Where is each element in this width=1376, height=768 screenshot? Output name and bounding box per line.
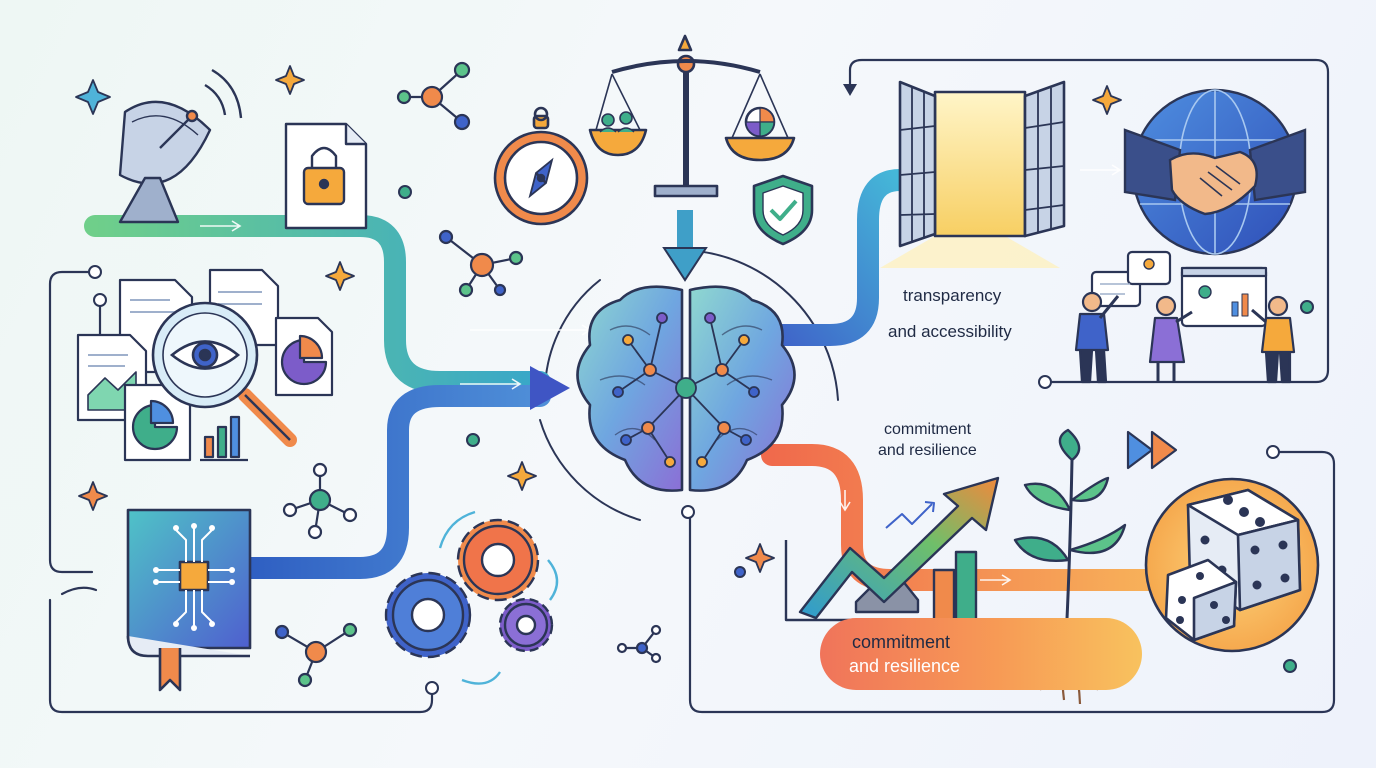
connector-lines: [48, 58, 1336, 714]
resilience-label: and resilience: [878, 442, 977, 459]
open-window-icon: [880, 80, 1066, 268]
commitment-label: commitment: [884, 421, 972, 438]
shield-check-icon: [752, 174, 814, 246]
sparkle-icons: [75, 65, 1122, 573]
banner-commitment-label: commitment: [852, 632, 951, 652]
gears-icon: [384, 510, 559, 685]
compass-icon: [493, 106, 589, 226]
locked-document-icon: [284, 122, 368, 230]
banner-resilience-label: and resilience: [849, 656, 961, 676]
documents-icon: [76, 268, 334, 462]
magnifier-eye-icon: [151, 301, 297, 447]
brain-network-icon: [576, 285, 796, 492]
globe-handshake-icon: [1123, 88, 1307, 256]
commitment-banner: [820, 618, 1142, 690]
accessibility-label: and accessibility: [888, 322, 1012, 341]
flow-arrow-head: [530, 366, 570, 410]
decor-dots: [88, 185, 1314, 695]
chip-book-icon: [126, 508, 252, 692]
balance-scale-icon: [588, 34, 796, 198]
growth-chart-icon: [784, 476, 1000, 622]
down-arrow: [662, 247, 708, 282]
fast-forward-icon: [1126, 430, 1178, 470]
transparency-label: transparency: [903, 286, 1002, 305]
satellite-dish-icon: [118, 68, 243, 224]
team-presentation-icon: [1074, 250, 1296, 384]
molecule-icons: [274, 61, 662, 688]
dice-icon: [1144, 477, 1320, 653]
